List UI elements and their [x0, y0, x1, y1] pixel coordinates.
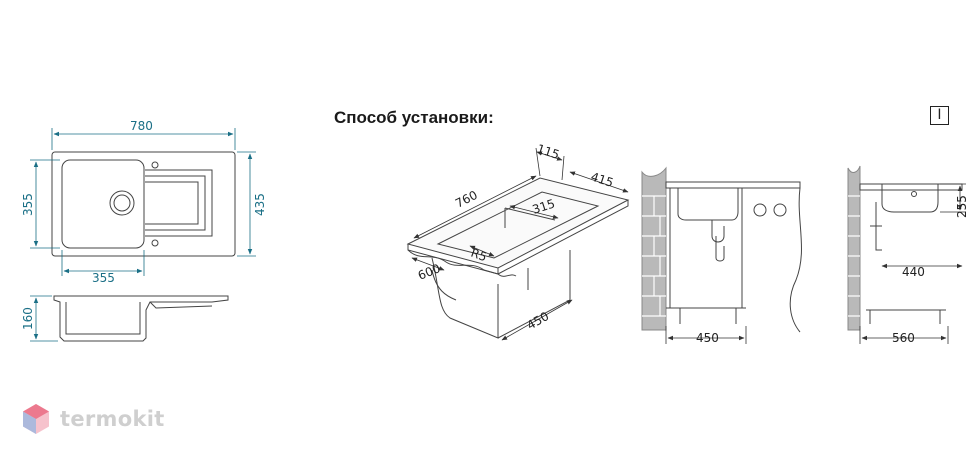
- dim-bowl-depth-355: 355: [21, 193, 35, 216]
- dim-3d-115: 115: [535, 142, 561, 162]
- installation-method-title: Способ установки:: [334, 108, 494, 127]
- dim-side-440: 440: [902, 265, 925, 279]
- dim-3d-315: 315: [531, 196, 557, 216]
- front-section-dimensions: [665, 326, 747, 344]
- brand-watermark: termokit: [22, 403, 165, 435]
- cabinet-3d-dimensions: [411, 147, 629, 341]
- dim-3d-415: 415: [589, 170, 615, 190]
- dim-width-780: 780: [130, 119, 153, 133]
- dim-height-160: 160: [21, 307, 35, 330]
- dim-side-255: 255: [955, 195, 969, 218]
- side-section-dimensions: [859, 183, 966, 344]
- top-view-dimensions: [30, 128, 256, 276]
- dim-bowl-width-355: 355: [92, 271, 115, 285]
- side-section-view: [847, 165, 963, 331]
- dim-3d-450: 450: [525, 309, 552, 333]
- front-section-view: [641, 166, 802, 333]
- sink-side-view: [53, 295, 229, 342]
- dim-3d-radius: R5: [469, 246, 489, 265]
- mount-type-symbol: I: [930, 106, 949, 125]
- sink-top-view: [51, 151, 236, 257]
- cabinet-3d-view: [406, 177, 630, 339]
- side-view-dimensions: [30, 295, 58, 342]
- brand-logo-icon: [23, 404, 49, 434]
- dim-depth-435: 435: [253, 193, 267, 216]
- dim-side-560: 560: [892, 331, 915, 345]
- dim-3d-600: 600: [416, 261, 442, 283]
- brand-name: termokit: [60, 407, 165, 431]
- dim-3d-760: 760: [453, 188, 480, 211]
- dim-front-450: 450: [696, 331, 719, 345]
